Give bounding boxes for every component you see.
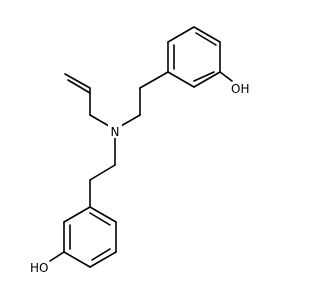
lower-ring-bond-3 xyxy=(89,251,117,268)
lower-ring-bond-4 xyxy=(63,251,91,268)
lower-ring-bond-6 xyxy=(63,206,91,223)
lower-ring-inner-double-1 xyxy=(89,212,111,226)
hydroxyl-top: OH xyxy=(231,82,249,96)
lower-ring-inner-double-2 xyxy=(91,248,111,261)
nitrogen-label: N xyxy=(111,125,120,139)
upper-ring-bond-2 xyxy=(167,26,195,43)
upper-ring-inner-double-2 xyxy=(195,32,217,46)
allyl-double-bond-inner xyxy=(67,79,91,94)
nitrogen-atom: N xyxy=(108,124,122,139)
upper-phenol-ring xyxy=(167,26,233,88)
upper-ring-bond-5 xyxy=(193,71,221,88)
upper-ch2-ring-bond xyxy=(139,71,169,89)
upper-ring-oh-bond xyxy=(219,71,233,82)
hydroxyl-top-label: OH xyxy=(231,82,249,96)
upper-ring-inner-double-3 xyxy=(193,71,215,82)
upper-ethyl-chain xyxy=(120,71,169,127)
allyl-n-bond xyxy=(89,114,110,127)
allyl-double-bond-outer xyxy=(64,73,91,89)
hydroxyl-bottom-label: HO xyxy=(30,261,48,275)
lower-ch2-ch2-bond xyxy=(89,164,116,181)
upper-ring-bond-3 xyxy=(193,26,221,43)
hydroxyl-bottom: HO xyxy=(30,261,48,275)
lower-ring-oh-bond xyxy=(49,251,65,262)
n-upper-ch2-bond xyxy=(120,114,141,127)
lower-phenol-ring xyxy=(49,206,117,268)
molecule-structure: N OH HO xyxy=(30,26,250,275)
upper-ring-bond-6 xyxy=(167,71,195,88)
lower-ethyl-chain xyxy=(89,137,116,208)
allyl-group xyxy=(64,73,110,127)
lower-ring-bond-1 xyxy=(89,206,117,223)
